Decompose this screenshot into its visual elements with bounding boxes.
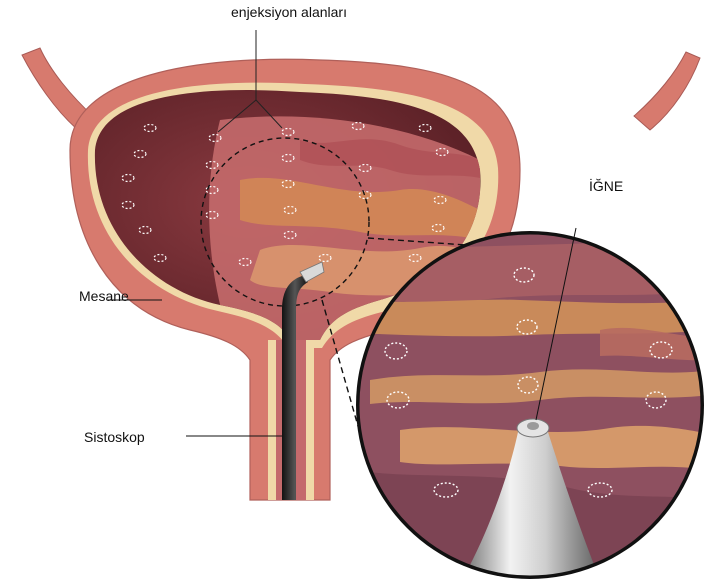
right-ureter <box>634 52 700 130</box>
needle-label: İĞNE <box>589 178 623 194</box>
bladder-label: Mesane <box>79 288 129 304</box>
cystoscope-label: Sistoskop <box>84 429 145 445</box>
injection-sites-label: enjeksiyon alanları <box>231 4 347 20</box>
